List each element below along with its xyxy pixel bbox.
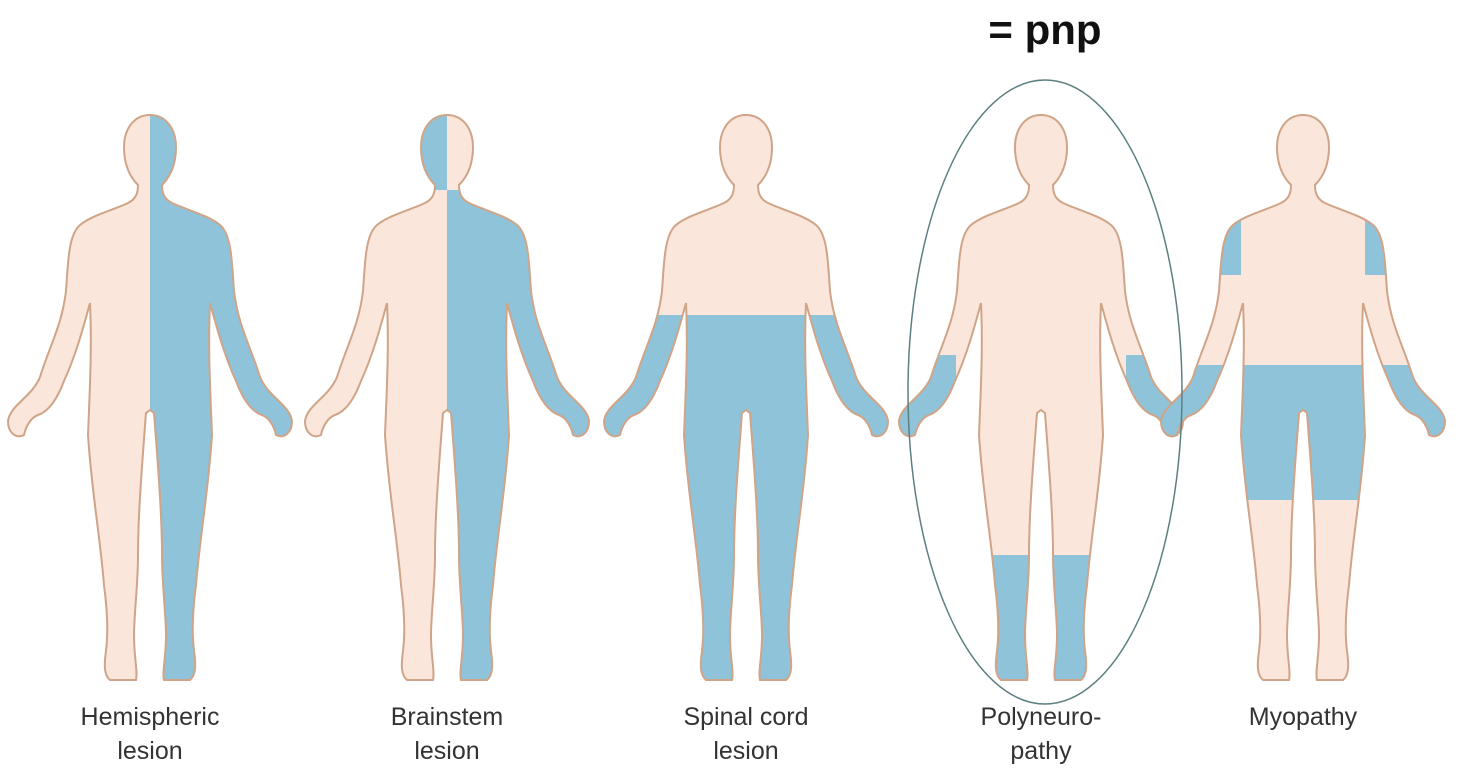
label-polyneuropathy-line1: Polyneuro- xyxy=(921,700,1161,734)
label-hemispheric-line1: Hemispheric xyxy=(30,700,270,734)
affected-region-left-hand xyxy=(881,355,956,455)
label-polyneuropathy-line2: pathy xyxy=(921,734,1161,768)
label-brainstem-line2: lesion xyxy=(327,734,567,768)
label-brainstem: Brainstem lesion xyxy=(327,700,567,768)
affected-region-right-shoulder xyxy=(1365,205,1463,275)
affected-region-hips-thighs xyxy=(1143,365,1463,500)
affected-region-feet xyxy=(881,555,1201,695)
figure-spinal xyxy=(586,115,906,695)
label-hemispheric: Hemispheric lesion xyxy=(30,700,270,768)
label-polyneuropathy: Polyneuro- pathy xyxy=(921,700,1161,768)
label-spinal-line2: lesion xyxy=(626,734,866,768)
figure-myopathy xyxy=(1143,115,1463,680)
figure-brainstem xyxy=(305,110,607,690)
label-spinal-line1: Spinal cord xyxy=(626,700,866,734)
label-brainstem-line1: Brainstem xyxy=(327,700,567,734)
figure-hemispheric xyxy=(8,110,310,690)
affected-region-lower-body xyxy=(586,315,906,695)
affected-region-right-half xyxy=(150,110,310,690)
label-myopathy: Myopathy xyxy=(1183,700,1423,734)
label-hemispheric-line2: lesion xyxy=(30,734,270,768)
label-spinal: Spinal cord lesion xyxy=(626,700,866,768)
label-myopathy-line1: Myopathy xyxy=(1183,700,1423,734)
affected-region-body-right xyxy=(447,190,607,690)
